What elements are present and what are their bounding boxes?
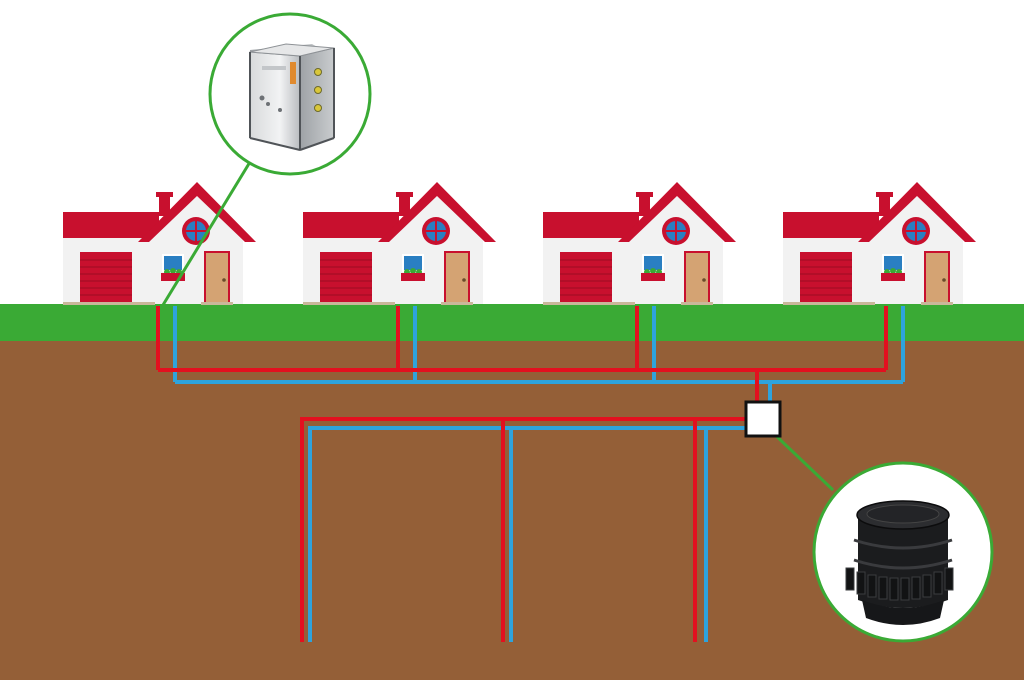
garage-roof [543,212,639,238]
door-step [201,302,233,305]
front-door [924,251,950,305]
houses-row [63,182,976,305]
front-door [684,251,710,305]
leaf [170,268,176,274]
garage-step [783,302,875,305]
flower-box [161,273,185,281]
garage-roof [303,212,399,238]
chimney-cap [876,192,893,197]
house-roof [378,182,496,242]
callout-leader-bottom [770,430,835,492]
flower-box [881,273,905,281]
callout-manifold-chamber [812,461,994,643]
chimney [639,194,650,216]
house-roof [858,182,976,242]
door-step [921,302,953,305]
garage-step [543,302,635,305]
chimney [879,194,890,216]
front-door [204,251,230,305]
house-roof [138,182,256,242]
manifold-chamber-icon [845,500,954,625]
lower-return-header [308,426,746,642]
door-step [441,302,473,305]
garage-step [63,302,155,305]
leaf [890,268,896,274]
pipe-network [156,306,905,642]
house-roof [618,182,736,242]
heat-pump-unit-icon [249,43,335,151]
chimney-cap [396,192,413,197]
house [783,182,976,305]
callout-leader-top [161,161,252,306]
door-knob [462,278,466,282]
chimney-cap [636,192,653,197]
door-knob [942,278,946,282]
house [543,182,736,305]
house [303,182,496,305]
door-knob [222,278,226,282]
leaf [410,268,416,274]
front-door [444,251,470,305]
leaf [650,268,656,274]
flower-box [641,273,665,281]
garage-roof [783,212,879,238]
lower-supply-header [300,417,746,642]
chimney [399,194,410,216]
callout-heat-pump [208,12,372,176]
door-step [681,302,713,305]
flower-box [401,273,425,281]
door-knob [702,278,706,282]
grass [0,304,1024,341]
garage-step [303,302,395,305]
garage-roof [63,212,159,238]
chimney-cap [156,192,173,197]
manifold-junction-box [744,400,782,438]
chimney [159,194,170,216]
